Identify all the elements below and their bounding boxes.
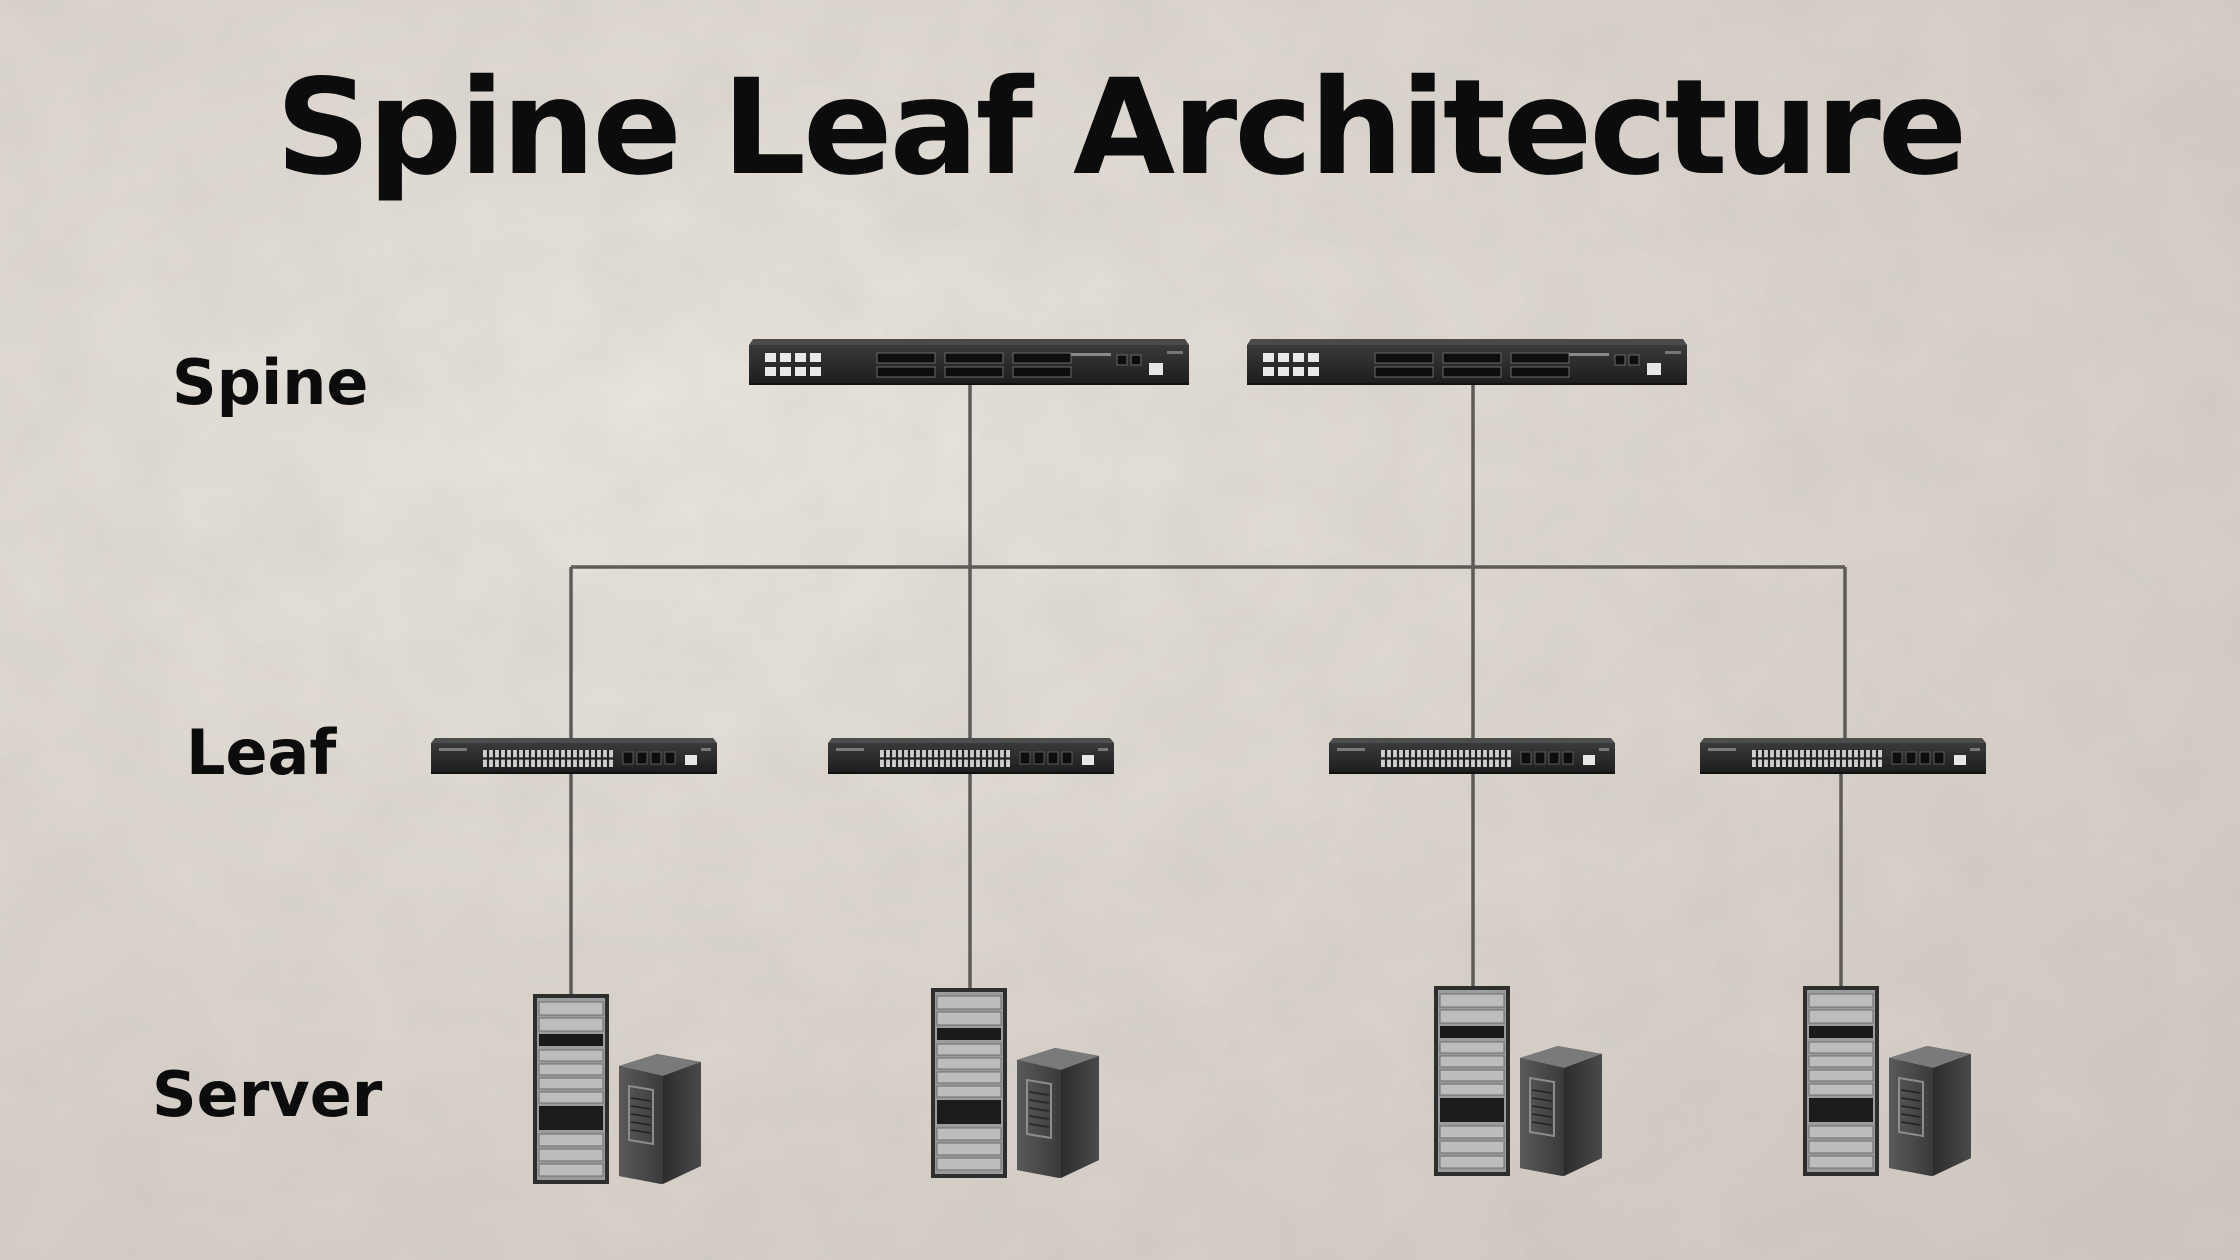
page-title: Spine Leaf Architecture (275, 51, 1968, 205)
leaf-switch-4 (1698, 736, 1988, 776)
server-group-3 (1433, 985, 1603, 1177)
leaf-switch-1 (429, 736, 719, 776)
server-group-4 (1802, 985, 1972, 1177)
spine-switch-1 (748, 338, 1190, 386)
server-group-1 (532, 993, 702, 1185)
spine-switch-2 (1246, 338, 1688, 386)
leaf-switch-2 (826, 736, 1116, 776)
tier-label-leaf: Leaf (186, 716, 337, 789)
leaf-switch-3 (1327, 736, 1617, 776)
tier-label-spine: Spine (172, 346, 369, 419)
connection-lines (569, 384, 1847, 1002)
tier-label-server: Server (152, 1058, 383, 1131)
server-group-2 (930, 987, 1100, 1179)
